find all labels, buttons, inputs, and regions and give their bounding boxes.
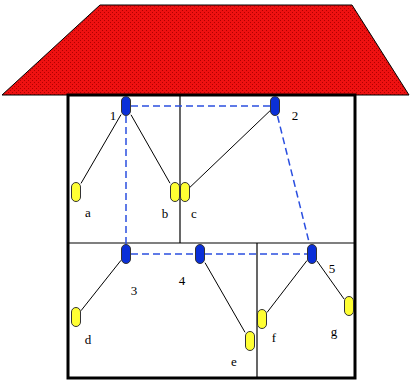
device-link: [205, 263, 245, 333]
node-label: b: [162, 207, 169, 221]
radio-link: [131, 253, 195, 255]
device-node: d: [71, 307, 81, 327]
node-label: 4: [179, 274, 186, 288]
node-label: a: [85, 206, 91, 220]
device-link: [267, 261, 307, 313]
house-wall: [68, 95, 355, 378]
radio-link: [131, 105, 270, 107]
node-label: f: [272, 331, 276, 345]
device-link: [131, 115, 170, 183]
node-label: d: [85, 333, 92, 347]
device-node: e: [245, 331, 255, 351]
radio-link: [278, 116, 310, 244]
device-node: f: [257, 309, 267, 329]
device-node: g: [344, 296, 354, 316]
sensor-node: 3: [121, 244, 131, 264]
device-node: b: [170, 182, 180, 202]
device-link: [81, 115, 121, 184]
device-node: c: [180, 182, 190, 202]
device-link: [190, 111, 270, 187]
node-label: 2: [292, 109, 299, 123]
node-label: 1: [110, 109, 117, 123]
node-label: g: [331, 325, 338, 339]
device-link: [317, 261, 344, 299]
sensor-node: 1: [121, 96, 131, 116]
node-label: 3: [131, 284, 138, 298]
radio-link: [205, 253, 307, 255]
sensor-node: 2: [270, 96, 280, 116]
sensor-node: 5: [307, 244, 317, 264]
device-node: a: [71, 182, 81, 202]
roof: [2, 5, 409, 95]
room-wall: [179, 95, 180, 243]
device-link: [81, 260, 121, 310]
node-label: 5: [329, 262, 336, 276]
sensor-node: 4: [195, 244, 205, 264]
node-label: c: [191, 207, 197, 221]
node-label: e: [231, 355, 237, 369]
radio-link: [125, 116, 127, 244]
